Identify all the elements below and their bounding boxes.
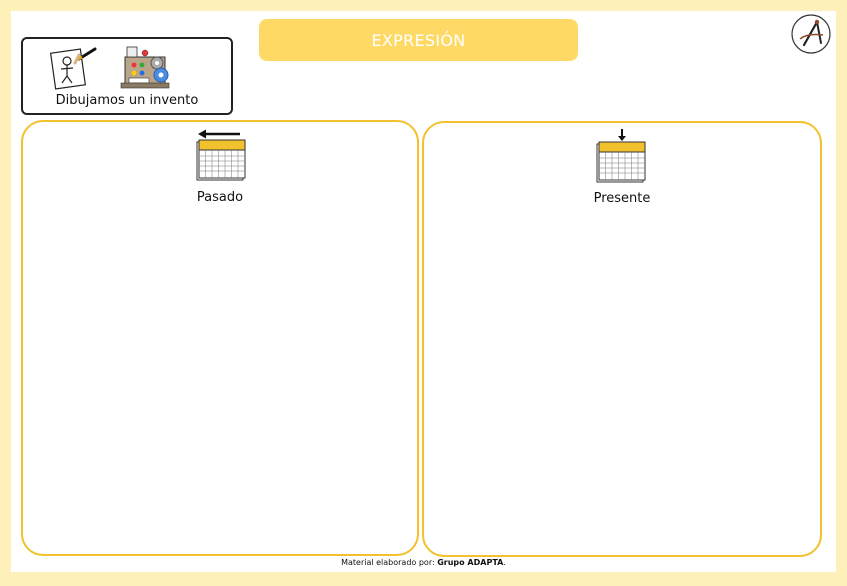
activity-card: Dibujamos un invento [21,37,233,115]
worksheet: EXPRESIÓN [11,11,836,572]
calendar-present-icon [596,129,646,183]
footer-prefix: Material elaborado por: [341,558,435,567]
past-panel: Pasado [21,120,419,556]
present-panel: Presente [422,121,822,557]
present-panel-header: Presente [424,129,820,206]
present-panel-label: Presente [593,191,651,206]
calendar-past-icon [196,129,246,181]
activity-label: Dibujamos un invento [55,93,199,108]
activity-icons [49,46,170,90]
drawing-person-icon [49,47,97,90]
past-panel-label: Pasado [196,190,244,205]
footer-credit: Material elaborado por: Grupo ADAPTA. [11,558,836,567]
footer-suffix: . [503,558,506,567]
section-title-text: EXPRESIÓN [371,30,466,50]
footer-author: Grupo ADAPTA [437,558,504,567]
invention-machine-icon [120,46,170,89]
past-panel-header: Pasado [23,128,417,205]
section-title: EXPRESIÓN [259,19,578,61]
compass-logo-icon [791,14,831,54]
